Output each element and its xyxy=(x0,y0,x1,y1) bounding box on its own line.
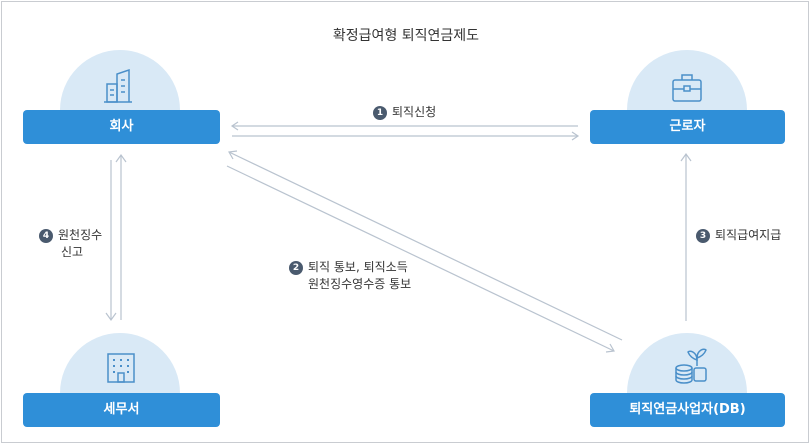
arrow-notification xyxy=(226,150,623,353)
step-1-number: 1 xyxy=(373,106,387,120)
building-icon xyxy=(104,68,132,103)
step-1-text: 퇴직신청 xyxy=(392,105,437,119)
step-2-number: 2 xyxy=(289,261,303,275)
step-4-number: 4 xyxy=(39,229,53,243)
arrow-withholding-report xyxy=(105,153,127,322)
provider-box[interactable] xyxy=(590,393,785,427)
arrow-retirement-request xyxy=(230,121,580,141)
arrow-benefit-payment xyxy=(680,152,692,321)
step-4-text-line1: 원천징수 xyxy=(58,228,103,242)
step-2-label: 2 퇴직 통보, 퇴직소득 원천징수영수증 통보 xyxy=(289,260,411,292)
coins-plant-icon xyxy=(675,348,707,384)
step-4-label: 4 원천징수 신고 xyxy=(39,228,102,260)
step-3-text: 퇴직급여지급 xyxy=(715,228,782,242)
diagram-title: 확정급여형 퇴직연금제도 xyxy=(332,28,480,44)
tax-office-halo xyxy=(60,333,180,393)
tax-office-box[interactable] xyxy=(23,393,220,427)
step-2-text-line1: 퇴직 통보, 퇴직소득 xyxy=(308,260,408,274)
step-1-label: 1 퇴직신청 xyxy=(373,105,436,120)
step-4-text-line2: 신고 xyxy=(61,245,84,259)
office-building-icon xyxy=(107,353,135,383)
step-2-text-line2: 원천징수영수증 통보 xyxy=(308,277,412,291)
worker-label: 근로자 xyxy=(669,119,706,134)
step-3-number: 3 xyxy=(696,229,710,243)
company-label: 회사 xyxy=(109,119,134,134)
company-halo xyxy=(60,50,180,110)
company-box[interactable] xyxy=(23,110,220,144)
step-3-label: 3 퇴직급여지급 xyxy=(696,228,781,243)
provider-halo xyxy=(627,333,747,393)
briefcase-icon xyxy=(672,74,702,102)
tax-office-label: 세무서 xyxy=(103,402,140,417)
worker-box[interactable] xyxy=(590,110,785,144)
provider-label: 퇴직연금사업자(DB) xyxy=(629,402,746,417)
